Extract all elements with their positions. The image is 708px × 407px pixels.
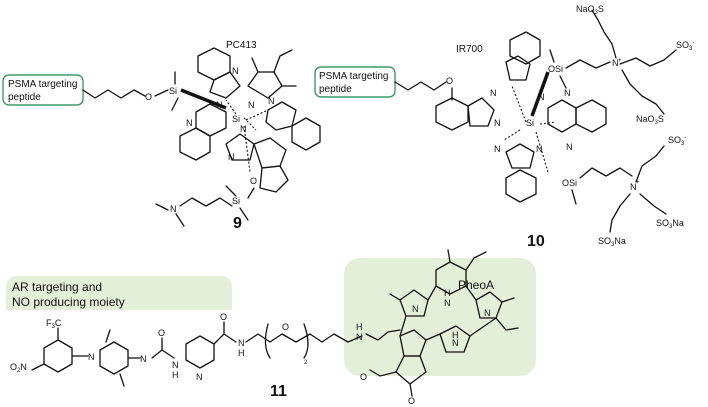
atom-n-11f: N bbox=[356, 332, 363, 342]
ar-label-line2: NO producing moiety bbox=[12, 295, 125, 309]
atom-f3c: F3C bbox=[46, 318, 62, 330]
atom-n-10f: N bbox=[494, 144, 501, 154]
ar-panel bbox=[6, 276, 232, 310]
pheoa-label: PheoA bbox=[458, 278, 494, 292]
svg-text:+: + bbox=[618, 58, 622, 64]
atom-so3na-10a: SO3Na bbox=[656, 218, 684, 230]
atom-n-11h: N bbox=[484, 308, 491, 318]
atom-nplus-10b: N bbox=[630, 182, 637, 192]
atom-n-10c: N bbox=[538, 92, 545, 102]
atom-n-11a: N bbox=[88, 352, 95, 362]
atom-o-11b: O bbox=[220, 312, 227, 322]
compound-11: AR targeting and NO producing moiety Phe… bbox=[6, 249, 536, 406]
atom-h-11d: H bbox=[444, 288, 451, 298]
atom-n-9b: N bbox=[248, 100, 255, 110]
atom-n-9c: N bbox=[268, 96, 275, 106]
atom-o-11d: O bbox=[360, 372, 367, 382]
atom-n-11d: N bbox=[196, 372, 203, 382]
atom-n-9a: N bbox=[232, 66, 239, 76]
atom-n-10g: N bbox=[536, 144, 543, 154]
atom-si-9c: Si bbox=[232, 196, 240, 206]
atom-o-9b: O bbox=[250, 176, 257, 186]
atom-nh-11b: N bbox=[452, 338, 459, 348]
atom-o-9a: O bbox=[145, 92, 152, 102]
num-11: 11 bbox=[270, 383, 287, 400]
psma-box-10-line1: PSMA targeting bbox=[319, 71, 388, 82]
pheoa-panel bbox=[344, 258, 536, 376]
atom-n-9d: N bbox=[216, 100, 223, 110]
atom-n-10a: N bbox=[490, 88, 497, 98]
name-10: IR700 bbox=[456, 44, 483, 55]
atom-n-10b: N bbox=[494, 118, 501, 128]
num-10: 10 bbox=[527, 233, 545, 250]
atom-si-9a: Si bbox=[169, 86, 177, 96]
psma-box-10-line2: peptide bbox=[319, 84, 352, 95]
atom-h-11c: H bbox=[356, 322, 363, 332]
atom-h-11a: H bbox=[172, 370, 179, 380]
psma-box-9-line2: peptide bbox=[8, 92, 41, 103]
atom-si-10a: Si bbox=[526, 118, 534, 128]
compound-9: PSMA targeting peptide O Si PC413 bbox=[2, 40, 321, 232]
atom-h-11b: H bbox=[238, 348, 245, 358]
atom-osi-10a: OSi bbox=[548, 64, 563, 74]
peg-subscript: 2 bbox=[304, 360, 308, 366]
atom-si-9b: Si bbox=[232, 114, 240, 124]
atom-nao3s-10b: NaO3S bbox=[636, 114, 664, 126]
atom-o2n: O2N bbox=[10, 362, 27, 374]
atom-n-9g: N bbox=[228, 152, 235, 162]
atom-nao3s-10a: NaO3S bbox=[576, 4, 604, 16]
ar-label-line1: AR targeting and bbox=[12, 280, 102, 294]
atom-so3-10a: SO3- bbox=[676, 40, 694, 52]
atom-n-11g: N bbox=[412, 304, 419, 314]
atom-n-10d: N bbox=[564, 88, 571, 98]
atom-n-11e: N bbox=[238, 338, 245, 348]
atom-n-11b: N bbox=[140, 354, 147, 364]
atom-nh-11a: N bbox=[444, 298, 451, 308]
atom-nplus-10a: N bbox=[612, 58, 619, 68]
atom-so3-10b: SO3- bbox=[668, 135, 686, 147]
atom-n-9e: N bbox=[240, 124, 247, 134]
atom-n-9f: N bbox=[186, 118, 193, 128]
psma-box-9-line1: PSMA targeting bbox=[8, 79, 77, 90]
atom-n-11c: N bbox=[172, 360, 179, 370]
atom-n-9h: N bbox=[170, 204, 177, 214]
atom-osi-10b: OSi bbox=[562, 178, 577, 188]
name-9: PC413 bbox=[226, 40, 257, 51]
num-9: 9 bbox=[233, 215, 242, 232]
atom-n-10e: N bbox=[566, 142, 573, 152]
atom-o-11c: O bbox=[282, 322, 289, 332]
compound-10: PSMA targeting peptide O IR700 N N N N N… bbox=[314, 4, 694, 250]
atom-o-11e: O bbox=[408, 396, 415, 406]
atom-o-11a: O bbox=[158, 328, 165, 338]
atom-o-10a: O bbox=[446, 76, 453, 86]
atom-h-11e: H bbox=[452, 330, 459, 340]
atom-so3na-10b: SO3Na bbox=[598, 236, 626, 248]
svg-text:+: + bbox=[636, 180, 640, 186]
